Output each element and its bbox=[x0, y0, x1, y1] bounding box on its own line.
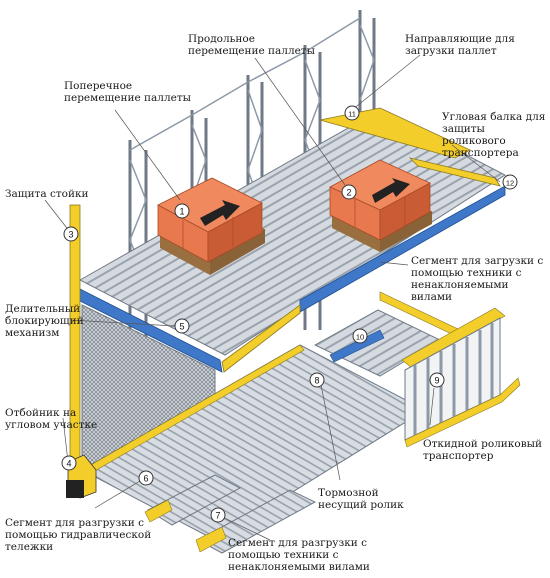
upper-yellow-guide-front bbox=[408, 157, 501, 187]
marker-2: 2 bbox=[341, 184, 357, 200]
unload-segment-6-fork bbox=[144, 499, 173, 523]
corner-bumper-base bbox=[66, 480, 84, 498]
svg-text:5: 5 bbox=[179, 322, 184, 332]
marker-5: 5 bbox=[174, 318, 190, 334]
unload-segment-7 bbox=[196, 489, 317, 554]
marker-4: 4 bbox=[61, 455, 77, 471]
svg-text:11: 11 bbox=[348, 110, 356, 119]
svg-text:4: 4 bbox=[66, 459, 71, 469]
label-unload-forklift: Сегмент для разгрузки с помощью техники … bbox=[228, 537, 370, 573]
svg-text:1: 1 bbox=[179, 207, 184, 217]
label-locking-mechanism: Делительный блокирующий механизм bbox=[5, 303, 84, 339]
marker-1: 1 bbox=[174, 203, 190, 219]
marker-12: 12 bbox=[502, 174, 518, 190]
unload-segment-7-fork bbox=[195, 526, 227, 553]
marker-9: 9 bbox=[429, 372, 445, 388]
label-loading-guides: Направляющие для загрузки паллет bbox=[405, 33, 515, 57]
svg-text:12: 12 bbox=[506, 179, 514, 188]
label-loading-segment: Сегмент для загрузки с помощью техники с… bbox=[411, 255, 544, 303]
svg-text:2: 2 bbox=[346, 188, 351, 198]
post-protector bbox=[69, 204, 81, 476]
marker-3: 3 bbox=[63, 226, 79, 242]
label-folding-conveyor: Откидной роликовый транспортер bbox=[423, 438, 542, 462]
label-transverse-movement: Поперечное перемещение паллеты bbox=[64, 80, 192, 104]
label-corner-beam: Угловая балка для защиты роликового тран… bbox=[442, 111, 546, 159]
svg-text:3: 3 bbox=[68, 230, 73, 240]
svg-text:10: 10 bbox=[356, 333, 364, 342]
marker-6: 6 bbox=[138, 470, 154, 486]
pallet-1 bbox=[157, 177, 266, 275]
marker-11: 11 bbox=[344, 105, 360, 121]
folding-conveyor bbox=[401, 307, 521, 448]
svg-text:8: 8 bbox=[314, 376, 319, 386]
svg-text:7: 7 bbox=[215, 511, 220, 521]
upper-yellow-guide-back bbox=[319, 107, 471, 159]
label-unload-hydraulic: Сегмент для разгрузки с помощью гидравли… bbox=[5, 517, 152, 553]
label-brake-roller: Тормозной несущий ролик bbox=[318, 487, 404, 511]
svg-text:6: 6 bbox=[143, 474, 148, 484]
svg-text:9: 9 bbox=[434, 376, 439, 386]
marker-10: 10 bbox=[352, 328, 368, 344]
label-post-protection: Защита стойки bbox=[5, 188, 89, 200]
callout-lines bbox=[44, 54, 501, 541]
marker-8: 8 bbox=[309, 372, 325, 388]
pallet-2 bbox=[329, 159, 433, 252]
marker-7: 7 bbox=[210, 507, 226, 523]
label-longitudinal-movement: Продольное перемещение паллеты bbox=[188, 33, 316, 57]
yellow-beam-front bbox=[221, 304, 301, 373]
unload-segment-6 bbox=[146, 474, 242, 526]
label-corner-bumper: Отбойник на угловом участке bbox=[5, 407, 98, 431]
